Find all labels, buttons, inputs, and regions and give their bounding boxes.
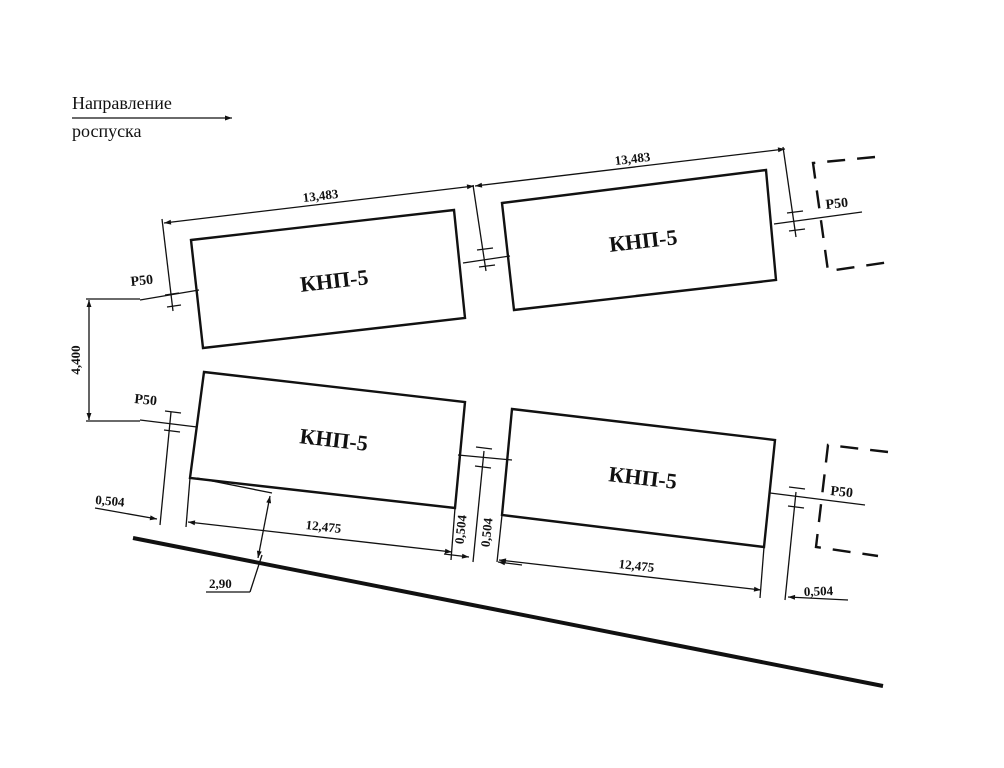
leader-offset-left [94,507,158,521]
dim-bottom-len-left: 12,475 [305,517,343,536]
bottom-rail-right [769,492,866,506]
ext-line-top-1 [161,218,174,312]
dim-clearance: 2,90 [209,576,232,591]
dim-line-clearance [256,495,272,559]
leader-offset-right [787,594,849,601]
ext-line-top-3 [782,146,797,238]
rail-label-top-left: Р50 [130,273,154,290]
dim-track-spacing: 4,400 [68,345,83,374]
unit-label-bottom-right: КНП-5 [607,461,678,494]
unit-top-far-dashed [811,155,891,273]
rail-label-bottom-left: Р50 [134,392,158,409]
unit-label-top-right: КНП-5 [608,224,679,257]
rail-label-top-right: Р50 [825,196,849,213]
dim-top-span-left: 13,483 [302,186,340,205]
dim-offset-left: 0,504 [95,492,126,510]
dim-gap-a: 0,504 [452,514,470,545]
unit-label-top-left: КНП-5 [299,264,370,297]
dim-bottom-len-right: 12,475 [618,556,656,575]
ext-line-bottom-7 [784,491,797,601]
unit-bottom-far-dashed [814,443,889,558]
rail-label-bottom-right: Р50 [830,484,854,501]
clearance-leader [249,554,263,593]
joint-marks-top [164,210,806,308]
joint-marks-bottom [163,410,806,509]
dim-line-bottom-len-right [498,558,762,592]
direction-text-line2: роспуска [72,121,142,141]
ext-line-bottom-1 [159,411,172,526]
top-rail-right [773,211,863,225]
direction-label: Направление роспуска [72,93,232,141]
direction-text-line1: Направление [72,93,172,113]
bottom-row: КНП-5 КНП-5 Р50 Р50 0,504 12,475 0,504 [94,370,889,601]
ext-line-top-2 [472,184,487,272]
top-row: КНП-5 КНП-5 Р50 Р50 13,483 13,483 [130,146,891,350]
dim-top-span-right: 13,483 [614,149,652,168]
dim-line-bottom-len-left [187,520,453,554]
dim-offset-right: 0,504 [804,583,834,599]
unit-label-bottom-left: КНП-5 [298,423,369,456]
ext-line-bottom-4 [472,450,485,563]
bottom-rail-left [139,419,198,428]
dim-line-top-span-left [163,184,475,225]
bottom-rail-mid [457,454,513,461]
dim-gap-arrow-a [443,553,470,559]
track-spacing: 4,400 [68,298,140,422]
clearance-ref-line [196,477,273,494]
top-rail-mid [462,255,511,264]
ext-line-bottom-2 [185,477,191,528]
ground-line [132,536,884,688]
dim-line-top-span-right [474,147,786,188]
dim-gap-b: 0,504 [478,517,496,548]
ext-line-bottom-5 [496,514,503,563]
